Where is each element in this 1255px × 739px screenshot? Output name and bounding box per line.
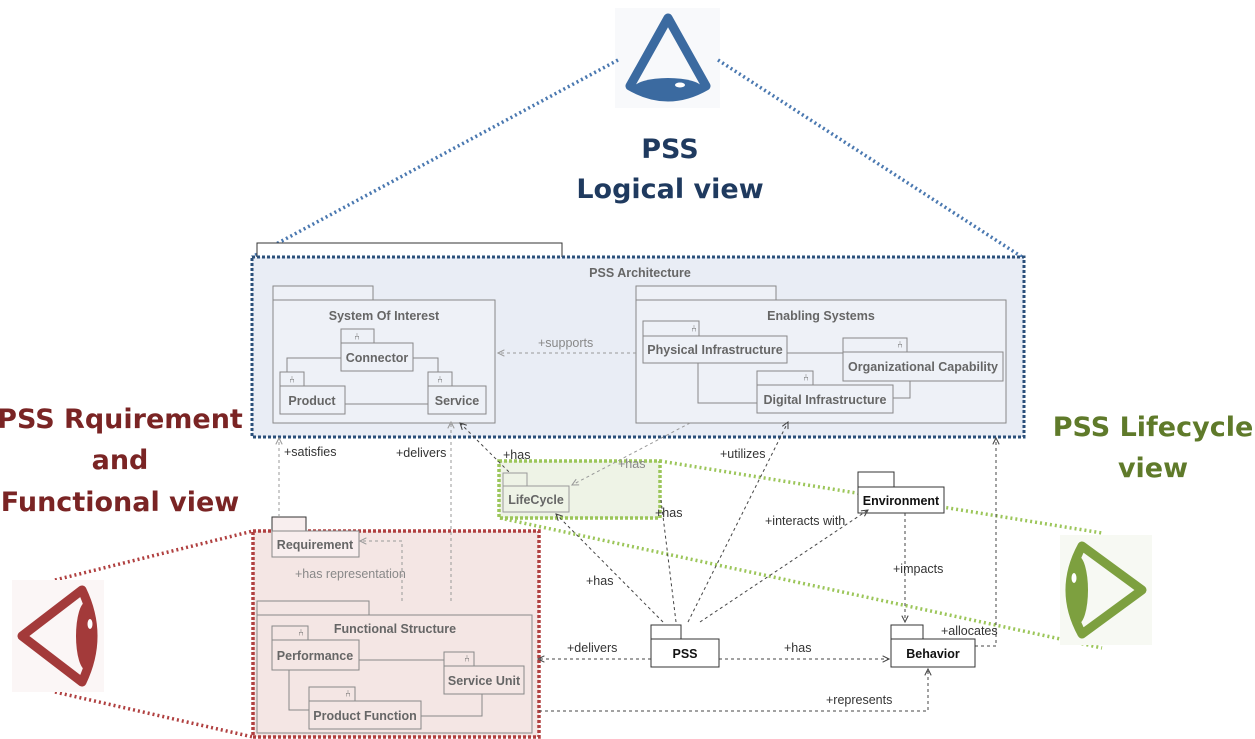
has-dim-label: +has <box>618 457 645 471</box>
connector-component: ⑃ Connector <box>340 328 414 372</box>
allocates-arrow <box>975 438 996 647</box>
pss-node: PSS <box>650 624 720 668</box>
requirement-label: Requirement <box>277 538 354 552</box>
system-of-interest-title: System Of Interest <box>329 309 440 323</box>
has-lifecycle-arrow <box>556 514 664 623</box>
has-lifecycle-label: +has <box>586 574 613 588</box>
svg-text:⑃: ⑃ <box>897 340 903 351</box>
represents-arrow <box>539 669 928 712</box>
has-representation-label: +has representation <box>295 567 406 581</box>
behavior-node: Behavior <box>890 624 976 668</box>
requirement-node: Requirement <box>271 516 360 558</box>
delivers-bottom-label: +delivers <box>567 641 617 655</box>
pss-architecture-title: PSS Architecture <box>589 266 691 280</box>
physical-infrastructure-component: ⑃ Physical Infrastructure <box>642 320 788 364</box>
behavior-label: Behavior <box>906 647 960 661</box>
connector-label: Connector <box>346 351 409 365</box>
product-label: Product <box>288 394 336 408</box>
soi-link-connector-product <box>286 357 341 372</box>
environment-node: Environment <box>857 471 945 514</box>
organizational-capability-component: ⑃ Organizational Capability <box>842 337 1004 382</box>
fs-link-performance-product-function <box>288 670 309 711</box>
es-link-physical-digital <box>697 363 757 404</box>
physical-infrastructure-label: Physical Infrastructure <box>647 343 783 357</box>
pss-architecture-has-line <box>660 499 677 623</box>
soi-link-connector-service <box>413 357 439 372</box>
svg-text:⑃: ⑃ <box>691 324 697 335</box>
interacts-with-label: +interacts with <box>765 514 845 528</box>
requirement-cone-top <box>54 529 254 582</box>
utilizes-label: +utilizes <box>720 447 766 461</box>
logical-view-title-line2: Logical view <box>576 174 763 205</box>
logical-view-title-line1: PSS <box>641 134 698 165</box>
svg-text:⑃: ⑃ <box>803 373 809 384</box>
logical-view-eye-icon <box>615 8 720 108</box>
enabling-systems-title: Enabling Systems <box>767 309 875 323</box>
product-component: ⑃ Product <box>279 371 346 415</box>
requirement-view-eye-icon <box>12 580 104 692</box>
allocates-label: +allocates <box>941 624 998 638</box>
fs-link-product-function-service-unit <box>421 694 483 717</box>
pss-label: PSS <box>672 647 697 661</box>
lifecycle-node: LifeCycle <box>502 472 570 513</box>
impacts-label: +impacts <box>893 562 943 576</box>
supports-label: +supports <box>538 336 593 350</box>
service-label: Service <box>435 394 480 408</box>
svg-text:⑃: ⑃ <box>464 654 470 665</box>
product-function-component: ⑃ Product Function <box>308 686 422 730</box>
utilizes-arrow <box>687 422 788 623</box>
es-link-digital-org <box>893 381 911 399</box>
has-service-label: +has <box>503 448 530 462</box>
has-architecture-lifecycle-arrow <box>572 422 691 485</box>
service-unit-label: Service Unit <box>448 674 521 688</box>
digital-infrastructure-component: ⑃ Digital Infrastructure <box>756 370 894 414</box>
lifecycle-view-title-line2: view <box>1118 453 1188 484</box>
svg-text:⑃: ⑃ <box>289 375 295 386</box>
product-function-label: Product Function <box>313 709 416 723</box>
environment-label: Environment <box>863 494 940 508</box>
service-unit-component: ⑃ Service Unit <box>443 651 525 695</box>
has-right-label: +has <box>655 506 682 520</box>
svg-text:⑃: ⑃ <box>354 332 360 343</box>
satisfies-label: +satisfies <box>284 445 336 459</box>
delivers-top-label: +delivers <box>396 446 446 460</box>
requirement-view-title-line2: and <box>92 445 149 476</box>
lifecycle-view-title-line1: PSS Lifecycle <box>1053 412 1254 443</box>
lifecycle-label: LifeCycle <box>508 493 564 507</box>
requirement-cone-bottom <box>54 690 254 739</box>
svg-text:⑃: ⑃ <box>298 628 304 639</box>
represents-label: +represents <box>826 693 892 707</box>
logical-cone-right <box>717 58 1023 259</box>
digital-infrastructure-label: Digital Infrastructure <box>764 393 887 407</box>
performance-component: ⑃ Performance <box>271 625 360 671</box>
service-component: ⑃ Service <box>427 371 487 415</box>
interacts-with-arrow <box>699 510 868 623</box>
has-representation-arrow <box>360 541 403 601</box>
organizational-capability-label: Organizational Capability <box>848 360 998 374</box>
performance-label: Performance <box>277 649 353 663</box>
svg-text:⑃: ⑃ <box>437 375 443 386</box>
logical-cone-left <box>251 58 619 259</box>
lifecycle-view-eye-icon <box>1060 535 1152 645</box>
has-behavior-label: +has <box>784 641 811 655</box>
functional-structure-title: Functional Structure <box>334 622 456 636</box>
requirement-view-title-line3: Functional view <box>1 487 239 518</box>
requirement-view-title-line1: PSS Rquirement <box>0 404 243 435</box>
svg-text:⑃: ⑃ <box>345 689 351 700</box>
